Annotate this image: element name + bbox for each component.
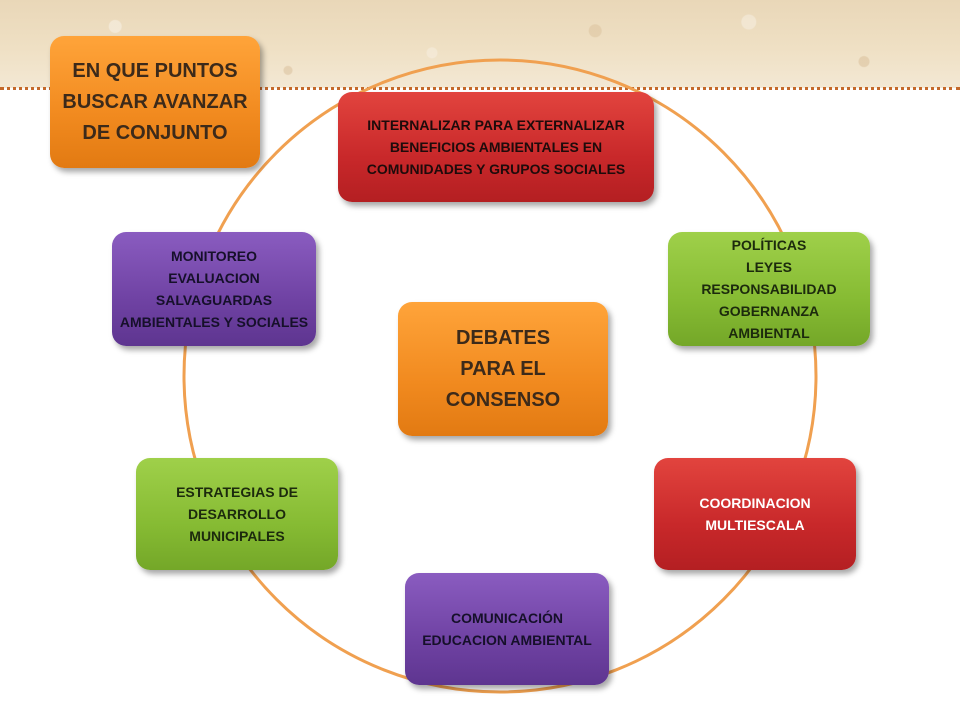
- node-estrategias-text: ESTRATEGIAS DE DESARROLLO MUNICIPALES: [176, 484, 298, 544]
- node-monitoreo-text: MONITOREO EVALUACION SALVAGUARDAS AMBIEN…: [119, 248, 309, 330]
- node-comunicacion-text: COMUNICACIÓN EDUCACION AMBIENTAL: [422, 610, 592, 648]
- center-box: DEBATES PARA EL CONSENSO: [398, 302, 608, 436]
- header-dotted-divider: [0, 87, 960, 90]
- node-estrategias: ESTRATEGIAS DE DESARROLLO MUNICIPALES: [136, 458, 338, 570]
- center-box-text: DEBATES PARA EL CONSENSO: [445, 326, 561, 411]
- node-politicas-text: POLÍTICAS LEYES RESPONSABILIDAD GOBERNAN…: [701, 237, 837, 341]
- node-coordinacion-text: COORDINACION MULTIESCALA: [699, 495, 811, 533]
- node-internalizar: INTERNALIZAR PARA EXTERNALIZAR BENEFICIO…: [338, 92, 654, 202]
- title-box: EN QUE PUNTOS BUSCAR AVANZAR DE CONJUNTO: [50, 36, 260, 168]
- node-comunicacion: COMUNICACIÓN EDUCACION AMBIENTAL: [405, 573, 609, 685]
- cycle-ring-circle: [182, 58, 818, 694]
- node-coordinacion: COORDINACION MULTIESCALA: [654, 458, 856, 570]
- node-politicas: POLÍTICAS LEYES RESPONSABILIDAD GOBERNAN…: [668, 232, 870, 346]
- node-internalizar-text: INTERNALIZAR PARA EXTERNALIZAR BENEFICIO…: [366, 117, 626, 177]
- node-monitoreo: MONITOREO EVALUACION SALVAGUARDAS AMBIEN…: [112, 232, 316, 346]
- title-box-text: EN QUE PUNTOS BUSCAR AVANZAR DE CONJUNTO: [62, 59, 248, 144]
